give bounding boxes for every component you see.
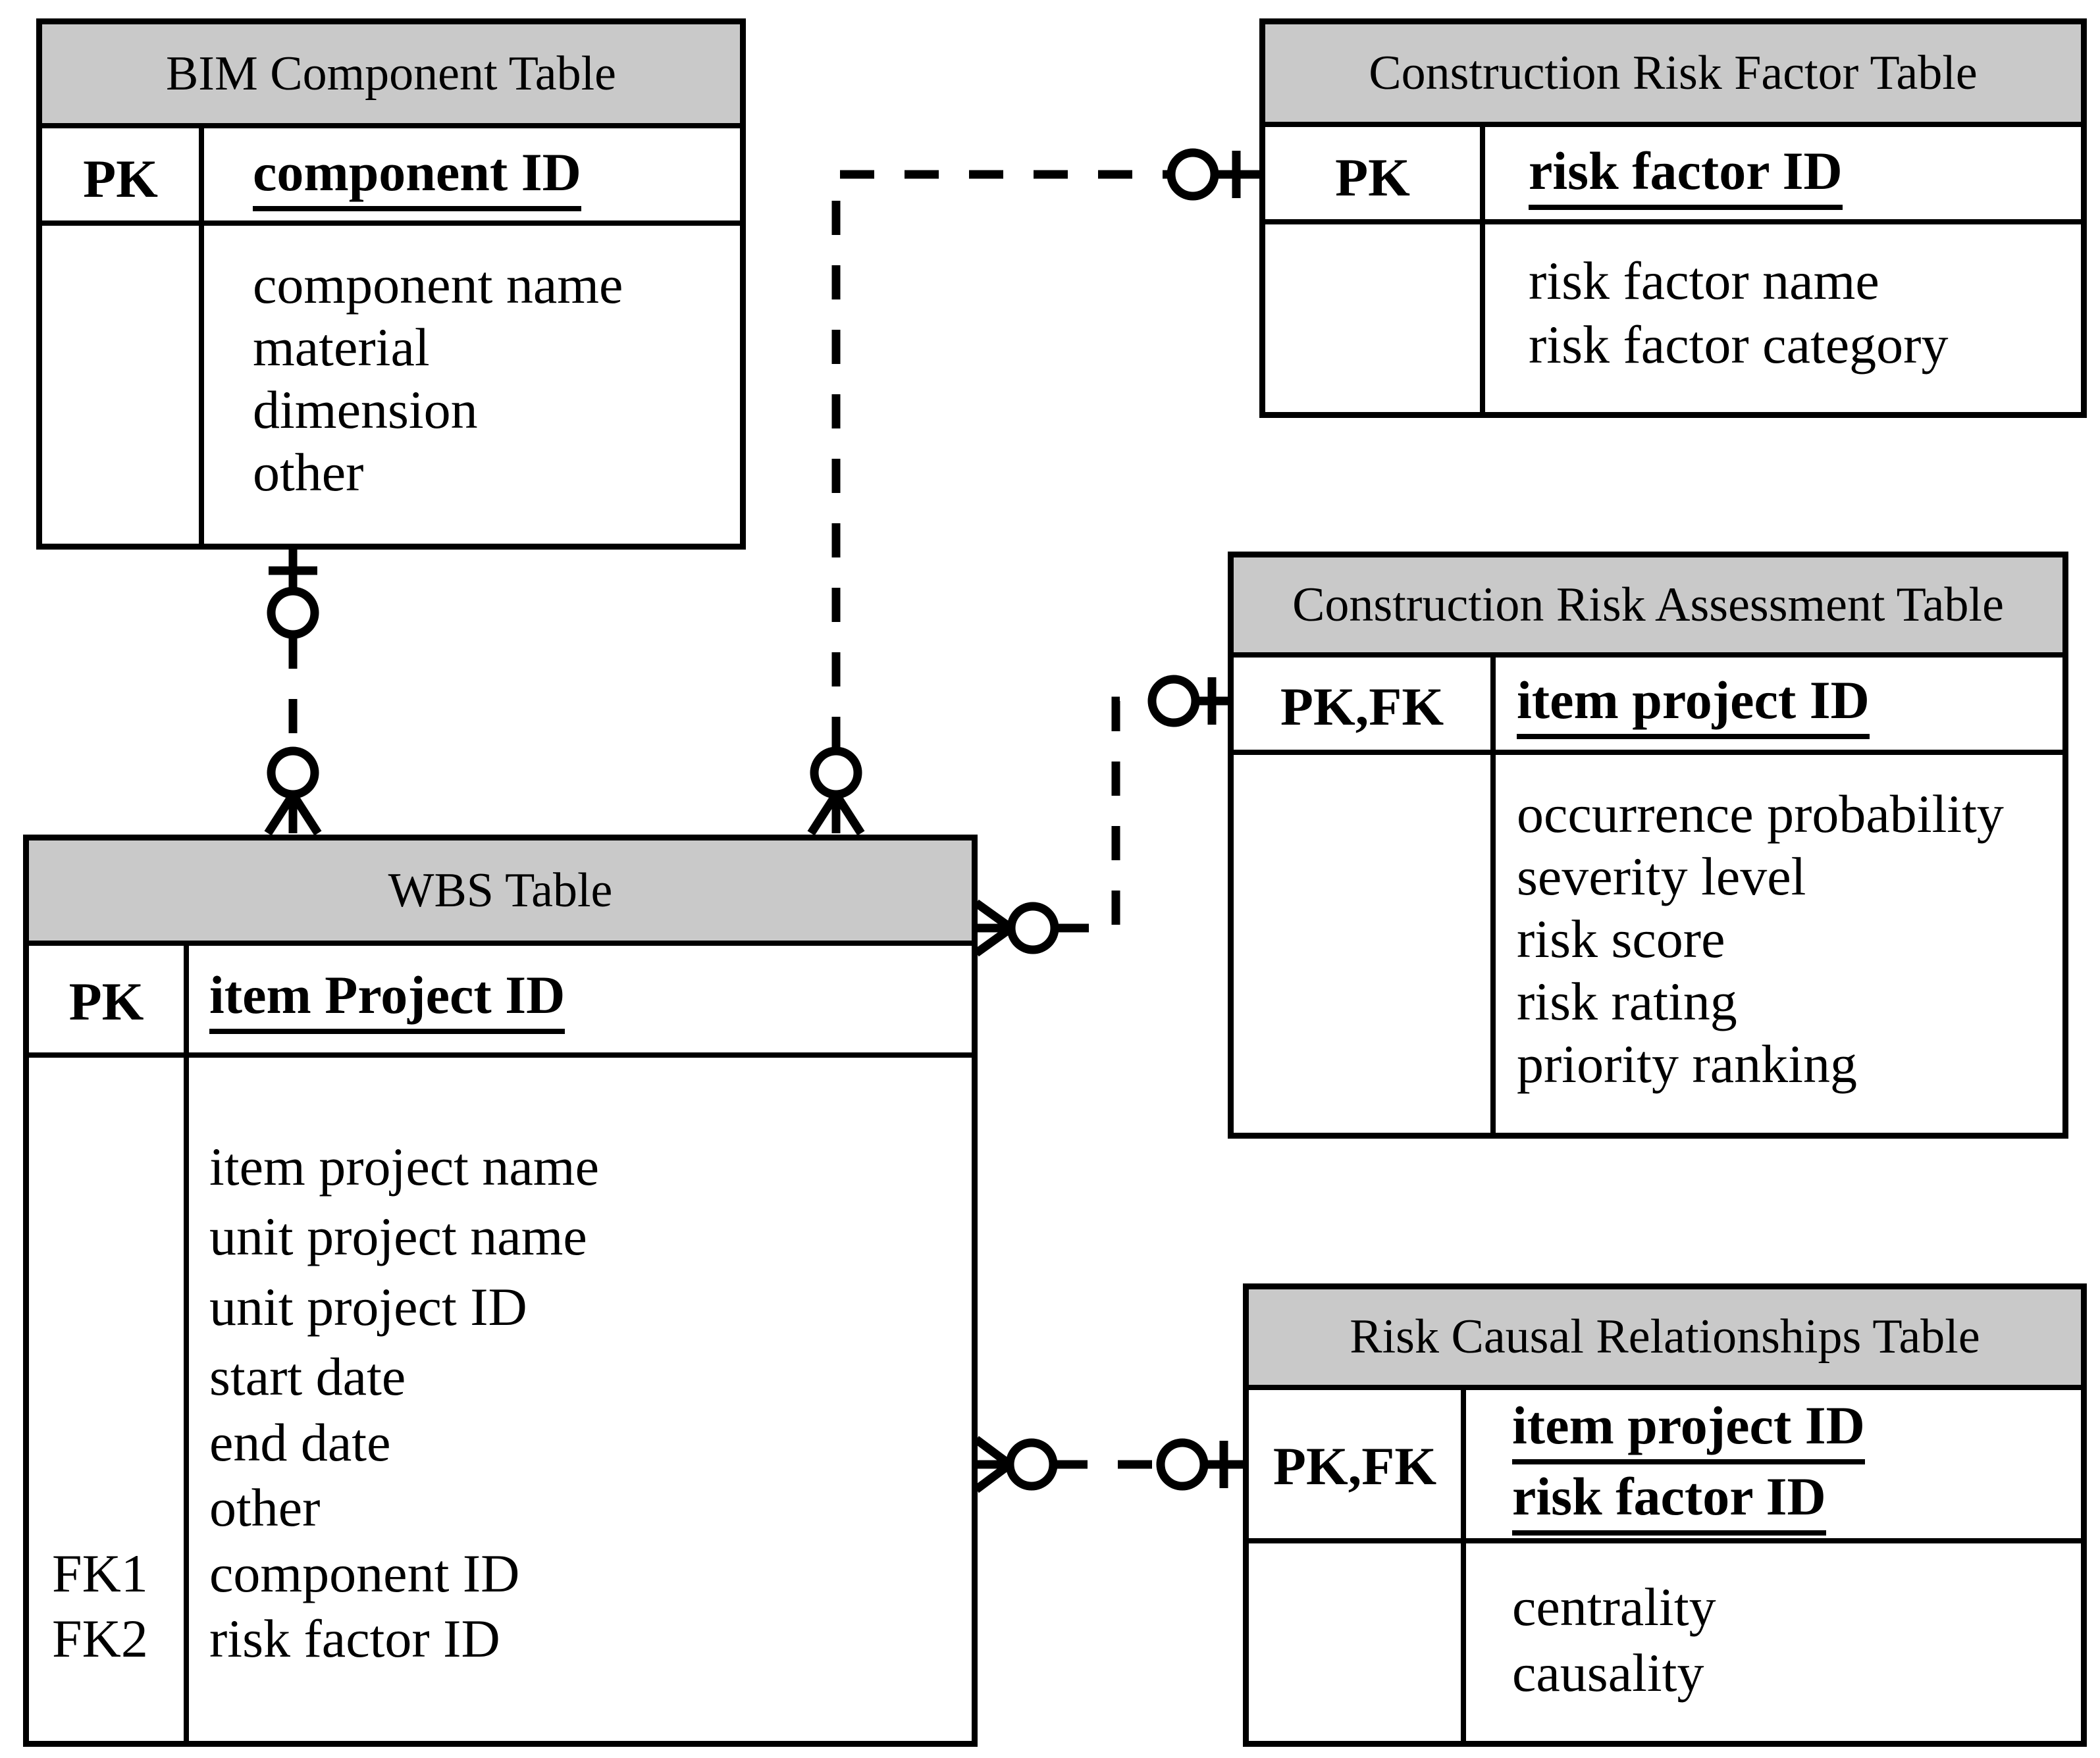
table-construction-risk-factor: Construction Risk Factor Table PK risk f…: [1259, 18, 2087, 418]
key-field: component ID: [253, 143, 581, 212]
cardinality-zero-circle: [267, 746, 319, 799]
attribute: material: [253, 317, 430, 377]
key-field: risk factor ID: [1529, 142, 1843, 211]
cardinality-zero-circle: [1007, 902, 1059, 954]
table-title: Construction Risk Factor Table: [1369, 45, 1978, 100]
crow-foot-left: [264, 792, 297, 836]
table-title: WBS Table: [388, 863, 613, 918]
cardinality-zero-circle: [1167, 148, 1219, 201]
cardinality-zero-circle: [810, 746, 862, 799]
table-wbs: WBS Table PK item Project ID item projec…: [23, 835, 978, 1747]
key-label: PK: [68, 971, 144, 1031]
column-divider: [1461, 1390, 1466, 1741]
attribute: causality: [1512, 1643, 1704, 1703]
attribute: unit project ID: [209, 1277, 527, 1337]
dashed-line: [1055, 696, 1152, 933]
attribute: dimension: [253, 380, 478, 440]
table-construction-risk-assessment: Construction Risk Assessment Table PK,FK…: [1228, 552, 2068, 1139]
key-label: PK,FK: [1280, 677, 1444, 737]
key-field: risk factor ID: [1512, 1468, 1826, 1536]
primary-key-row: [42, 128, 740, 226]
primary-key-row: [29, 946, 972, 1058]
attribute: component name: [253, 255, 623, 315]
attribute: risk factor ID: [209, 1609, 500, 1668]
table-title-bar: Construction Risk Assessment Table: [1234, 557, 2062, 658]
column-divider: [1480, 127, 1485, 412]
attribute: centrality: [1512, 1577, 1716, 1637]
table-title: Risk Causal Relationships Table: [1350, 1310, 1980, 1364]
key-field: item project ID: [1517, 671, 1870, 740]
attribute: start date: [209, 1347, 406, 1407]
attribute: end date: [209, 1412, 391, 1472]
foreign-key-label: FK2: [52, 1609, 148, 1668]
crow-foot-right: [289, 792, 322, 836]
cardinality-zero-circle: [1147, 675, 1200, 727]
attribute: risk score: [1517, 909, 1725, 969]
cardinality-zero-circle: [267, 586, 319, 639]
table-title-bar: Construction Risk Factor Table: [1265, 24, 2081, 127]
key-label: PK: [83, 149, 158, 209]
attribute: other: [209, 1478, 321, 1538]
crow-foot-right: [832, 792, 865, 836]
key-field: item Project ID: [209, 966, 565, 1035]
attribute: item project name: [209, 1137, 599, 1197]
attribute: occurrence probability: [1517, 784, 2004, 844]
column-divider: [199, 128, 204, 544]
crow-foot-bottom: [974, 1461, 1012, 1493]
cardinality-zero-circle: [1005, 1438, 1058, 1491]
attribute: severity level: [1517, 846, 1806, 906]
relationship-causal-wbs: [974, 1435, 1244, 1493]
cardinality-zero-circle: [1156, 1438, 1209, 1491]
primary-key-row: [1249, 1390, 2081, 1543]
relationship-riskfactor-wbs: [807, 148, 1261, 836]
key-field: item project ID: [1512, 1397, 1865, 1465]
attribute: risk factor category: [1529, 315, 1949, 375]
attribute: component ID: [209, 1543, 520, 1603]
table-title-bar: Risk Causal Relationships Table: [1249, 1289, 2081, 1390]
column-divider: [1490, 658, 1496, 1133]
crow-foot-left: [807, 792, 840, 836]
attribute: risk rating: [1517, 971, 1737, 1031]
attribute: priority ranking: [1517, 1034, 1857, 1094]
column-divider: [184, 946, 189, 1741]
foreign-key-label: FK1: [52, 1543, 148, 1603]
table-title: Construction Risk Assessment Table: [1292, 577, 2004, 632]
relationship-bim-wbs: [264, 548, 322, 836]
dashed-line: [831, 170, 1171, 751]
table-title-bar: BIM Component Table: [42, 24, 740, 128]
relationship-assessment-wbs: [974, 675, 1229, 957]
table-title: BIM Component Table: [165, 46, 617, 101]
primary-key-row: [1234, 658, 2062, 755]
key-label: PK,FK: [1273, 1436, 1437, 1496]
primary-key-row: [1265, 127, 2081, 224]
crow-foot-bottom: [974, 924, 1014, 957]
table-title-bar: WBS Table: [29, 840, 972, 946]
table-risk-causal-relationships: Risk Causal Relationships Table PK,FK it…: [1243, 1283, 2087, 1747]
key-label: PK: [1335, 147, 1410, 207]
table-bim-component: BIM Component Table PK component ID comp…: [36, 18, 746, 550]
attribute: unit project name: [209, 1206, 587, 1266]
attribute: risk factor name: [1529, 251, 1879, 311]
attribute: other: [253, 442, 364, 502]
